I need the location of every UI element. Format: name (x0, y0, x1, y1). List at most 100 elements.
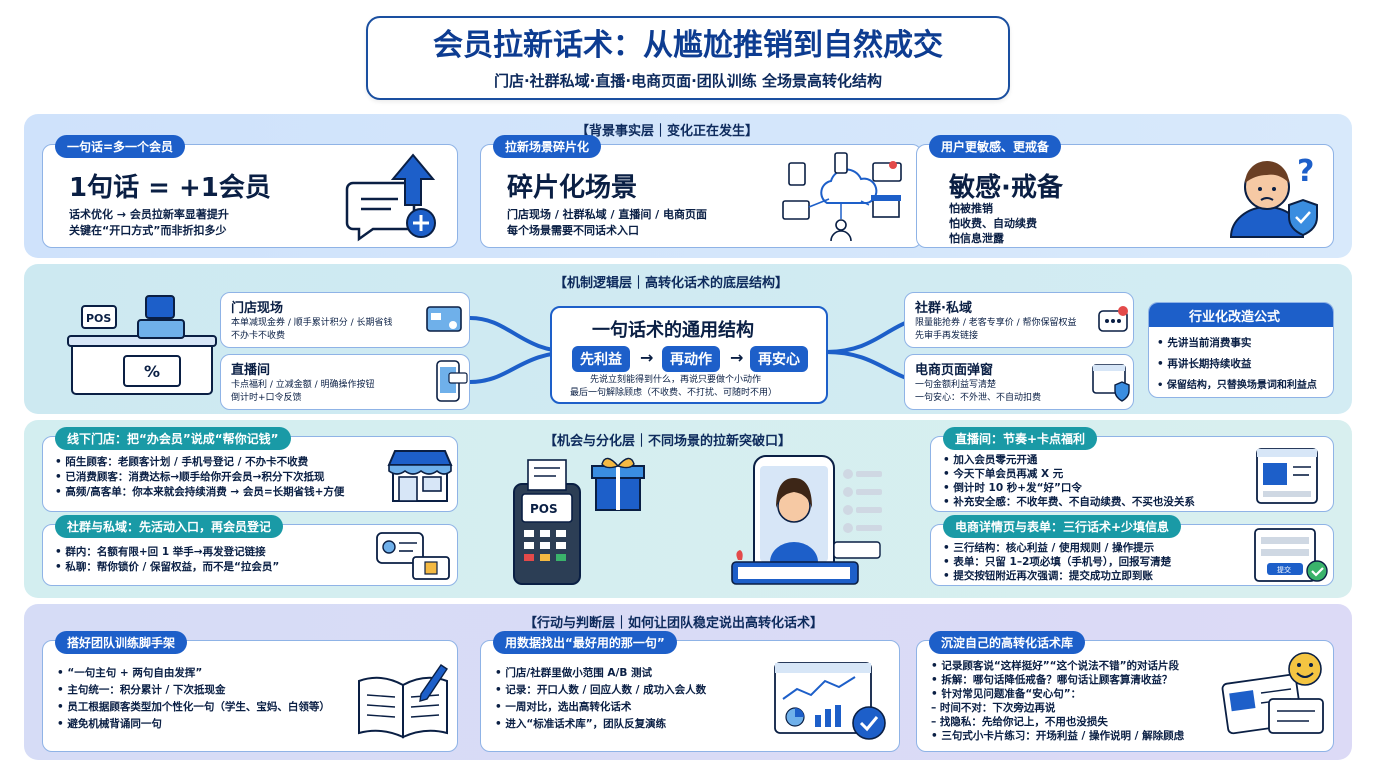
credit-card-icon (426, 306, 462, 332)
ecommerce-list: 三行结构：核心利益 / 使用规则 / 操作提示 表单：只留 1–2项必填（手机号… (943, 541, 1171, 583)
page-title: 会员拉新话术：从尴尬推销到自然成交 (433, 28, 943, 63)
card-title: 门店现场 (231, 301, 284, 316)
dashboard-chart-icon (774, 662, 886, 740)
list-item: 记录顾客说“这样挺好”“这个说法不错”的对话片段 (931, 659, 1184, 673)
card-line: 话术优化 → 会员拉新率显著提升 (69, 208, 229, 221)
layer1-title: 【背景事实层｜变化正在发生】 (576, 124, 759, 139)
layer2-title: 【机制逻辑层｜高转化话术的底层结构】 (554, 276, 789, 291)
step-reassure: 再安心 (750, 346, 808, 372)
pos-terminal-label: POS (530, 502, 558, 516)
form-submit-icon: 提交 (1254, 528, 1328, 582)
list-item: 一周对比，选出高转化话术 (495, 699, 706, 716)
card-tag: 直播间：节奏+卡点福利 (943, 427, 1098, 450)
center-line: 先说立刻能得到什么，再说只要做个小动作 (590, 375, 762, 385)
list-item: 提交按钮附近再次强调：提交成功立即到账 (943, 569, 1171, 583)
layer4-title: 【行动与判断层｜如何让团队稳定说出高转化话术】 (524, 616, 824, 631)
formula-item: 保留结构，只替换场景词和利益点 (1157, 375, 1317, 396)
card-line: 怕收费、自动续费 (949, 217, 1037, 230)
pos-sign-label: POS (86, 312, 111, 325)
list-item: 群内：名额有限+回 1 举手→再发登记链接 (55, 545, 279, 560)
list-item: 私聊：帮你锁价 / 保留权益，而不是“拉会员” (55, 560, 279, 575)
submit-button-label: 提交 (1277, 565, 1291, 574)
percent-label: % (144, 362, 160, 381)
card-big-text: 碎片化场景 (507, 173, 638, 203)
card-tag: 社群与私域：先活动入口，再会员登记 (55, 515, 284, 538)
list-subitem: – 时间不对：下次旁边再说 (931, 702, 1056, 714)
formula-item: 再讲长期持续收益 (1157, 354, 1317, 375)
card-fragmented-scenes: 拉新场景碎片化 碎片化场景 门店现场 / 社群私域 / 直播间 / 电商页面 每… (480, 135, 922, 248)
storefront-icon (387, 450, 453, 502)
layer-action-judgment: 【行动与判断层｜如何让团队稳定说出高转化话术】 搭好团队训练脚手架 “一句主句 … (24, 604, 1352, 760)
card-ecommerce-detail: 电商详情页与表单：三行话术+少填信息 三行结构：核心利益 / 使用规则 / 操作… (930, 515, 1334, 586)
list-item: 加入会员零元开通 (943, 453, 1195, 467)
svg-text:?: ? (1297, 154, 1314, 189)
list-item: “一句主句 + 两句自由发挥” (57, 665, 330, 682)
list-item: 三句式小卡片练习：开场利益 / 操作说明 / 解除顾虑 (931, 729, 1184, 743)
card-line: 怕被推销 (949, 202, 993, 215)
arrow-1: → (640, 348, 654, 367)
card-line: 关键在“开口方式”而非折扣多少 (69, 224, 227, 237)
card-line: 先审手再发链接 (915, 331, 979, 341)
center-title: 一句话术的通用结构 (592, 320, 754, 341)
step-action: 再动作 (662, 346, 720, 372)
card-line: 一句安心：不外泄、不自动扣费 (915, 393, 1042, 403)
list-item: 三行结构：核心利益 / 使用规则 / 操作提示 (943, 541, 1171, 555)
page-subtitle: 门店·社群私域·直播·电商页面·团队训练 全场景高转化结构 (493, 72, 883, 90)
card-line: 卡点福利 / 立减金额 / 明确操作按钮 (231, 380, 375, 390)
script-cards-smiley-icon (1221, 652, 1324, 735)
card-offline-store: 线下门店：把“办会员”说成“帮你记钱” 陌生顾客：老顾客计划 / 手机号登记 /… (42, 427, 458, 512)
card-sensitive-users: 用户更敏感、更戒备 敏感·戒备 怕被推销 怕收费、自动续费 怕信息泄露 ? (916, 135, 1334, 248)
header: 会员拉新话术：从尴尬推销到自然成交 门店·社群私域·直播·电商页面·团队训练 全… (366, 16, 1010, 100)
list-item: 补充安全感：不收年费、不自动续费、不买也没关系 (943, 495, 1195, 509)
card-title: 社群·私域 (915, 301, 972, 316)
card-live-room: 直播间 卡点福利 / 立减金额 / 明确操作按钮 倒计时+口令反馈 (220, 354, 470, 410)
layer-background-facts: 【背景事实层｜变化正在发生】 一句话=多一个会员 1句话 = +1会员 话术优化… (24, 114, 1352, 258)
list-item: 陌生顾客：老顾客计划 / 手机号登记 / 不办卡不收费 (55, 455, 344, 470)
card-title: 直播间 (231, 363, 271, 378)
card-live-rhythm: 直播间：节奏+卡点福利 加入会员零元开通 今天下单会员再减 X 元 倒计时 10… (930, 427, 1334, 512)
cash-register-icon: POS % (67, 295, 217, 395)
product-page-icon (1256, 448, 1318, 504)
list-subitem: – 找隐私：先给你记上，不用也没损失 (931, 716, 1108, 728)
card-tag: 用户更敏感、更戒备 (929, 135, 1062, 158)
list-item: 门店/社群里做小范围 A/B 测试 (495, 665, 706, 682)
card-line: 倒计时+口令反馈 (231, 393, 302, 403)
formula-item: 先讲当前消费事实 (1157, 333, 1317, 354)
card-tag: 用数据找出“最好用的那一句” (493, 631, 677, 654)
card-ecommerce-popup: 电商页面弹窗 一句金额利益写清楚 一句安心：不外泄、不自动扣费 (904, 354, 1134, 410)
live-list: 加入会员零元开通 今天下单会员再减 X 元 倒计时 10 秒+发“好”口令 补充… (943, 453, 1195, 509)
list-item: 针对常见问题准备“安心句”： (931, 687, 1184, 701)
open-book-pen-icon (358, 664, 448, 739)
card-big-text: 敏感·戒备 (949, 173, 1063, 203)
card-community-private: 社群与私域：先活动入口，再会员登记 群内：名额有限+回 1 举手→再发登记链接 … (42, 515, 458, 586)
phone-live-icon (436, 360, 468, 402)
list-item: 表单：只留 1–2项必填（手机号），回报写清楚 (943, 555, 1171, 569)
card-industry-formula: 行业化改造公式 先讲当前消费事实 再讲长期持续收益 保留结构，只替换场景词和利益… (1148, 302, 1334, 398)
layer-opportunity: 【机会与分化层｜不同场景的拉新突破口】 线下门店：把“办会员”说成“帮你记钱” … (24, 420, 1352, 598)
card-line: 门店现场 / 社群私域 / 直播间 / 电商页面 (507, 208, 708, 221)
chat-notification-icon (1098, 306, 1128, 332)
chat-gift-icon (376, 532, 450, 580)
popup-shield-icon (1092, 364, 1130, 402)
store-list: 陌生顾客：老顾客计划 / 手机号登记 / 不办卡不收费 已消费顾客：消费达标→顺… (55, 455, 344, 500)
card-team-training: 搭好团队训练脚手架 “一句主句 + 两句自由发挥” 主句统一：积分累计 / 下次… (42, 631, 458, 752)
card-line: 每个场景需要不同话术入口 (507, 224, 639, 237)
layer-mechanism-logic: 【机制逻辑层｜高转化话术的底层结构】 POS % 门店现场 本单减现金券 / 顺… (24, 264, 1352, 414)
arrow-2: → (730, 348, 744, 367)
card-tag: 沉淀自己的高转化话术库 (929, 631, 1086, 654)
card-one-sentence: 一句话=多一个会员 1句话 = +1会员 话术优化 → 会员拉新率显著提升 关键… (42, 135, 458, 248)
list-item: 员工根据顾客类型加个性化一句（学生、宝妈、白领等） (57, 699, 330, 716)
list-item: 拆解：哪句话降低戒备？哪句话让顾客算清收益？ (931, 673, 1184, 687)
card-line: 本单减现金券 / 顺手累计积分 / 长期省钱 (231, 318, 393, 328)
community-list: 群内：名额有限+回 1 举手→再发登记链接 私聊：帮你锁价 / 保留权益，而不是… (55, 545, 279, 575)
card-tag: 线下门店：把“办会员”说成“帮你记钱” (55, 427, 291, 450)
list-item: 倒计时 10 秒+发“好”口令 (943, 481, 1195, 495)
list-item: 主句统一：积分累计 / 下次抵现金 (57, 682, 330, 699)
training-list: “一句主句 + 两句自由发挥” 主句统一：积分累计 / 下次抵现金 员工根据顾客… (57, 665, 330, 733)
list-item: 今天下单会员再减 X 元 (943, 467, 1195, 481)
library-list: 记录顾客说“这样挺好”“这个说法不错”的对话片段 拆解：哪句话降低戒备？哪句话让… (931, 659, 1184, 743)
step-benefit: 先利益 (572, 346, 630, 372)
card-line: 不办卡不收费 (231, 331, 286, 341)
chat-plus-icon (345, 153, 436, 242)
card-tag: 搭好团队训练脚手架 (55, 631, 188, 654)
